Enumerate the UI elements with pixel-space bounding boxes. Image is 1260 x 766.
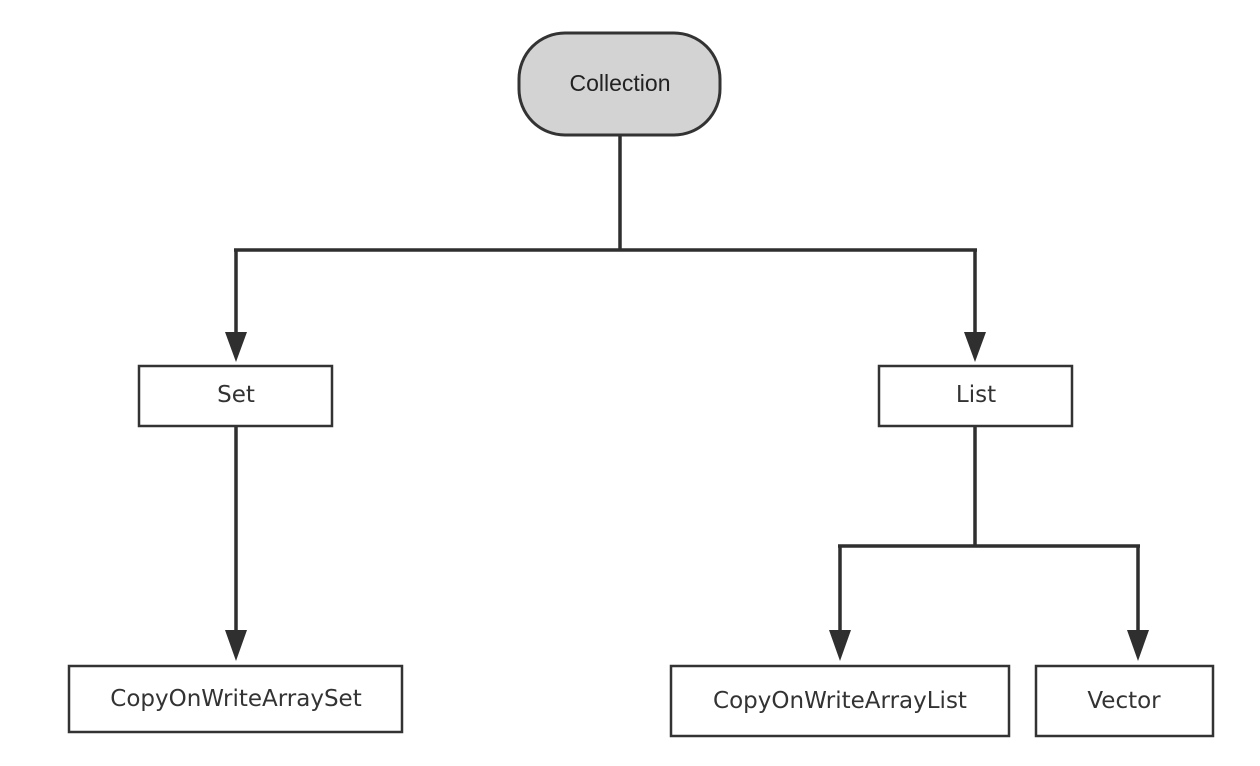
edge-collection-to-children xyxy=(225,134,986,362)
node-set-label: Set xyxy=(217,382,255,408)
edge-list-to-children xyxy=(829,426,1149,661)
node-vector-label: Vector xyxy=(1087,688,1161,714)
arrowhead-to-copyonwritearraylist xyxy=(829,630,851,661)
node-copyonwritearraylist: CopyOnWriteArrayList xyxy=(669,664,1011,738)
node-vector: Vector xyxy=(1034,664,1215,738)
node-copyonwritearrayset-label: CopyOnWriteArraySet xyxy=(110,686,361,712)
node-copyonwritearraylist-label: CopyOnWriteArrayList xyxy=(713,688,967,714)
arrowhead-to-list xyxy=(964,332,986,362)
node-list-label: List xyxy=(956,382,996,408)
node-collection: Collection xyxy=(517,31,722,137)
node-list: List xyxy=(877,364,1074,428)
arrowhead-to-vector xyxy=(1127,630,1149,661)
node-set: Set xyxy=(137,364,334,428)
arrowhead-to-copyonwritearrayset xyxy=(225,630,247,661)
node-copyonwritearrayset: CopyOnWriteArraySet xyxy=(67,664,404,734)
arrowhead-to-set xyxy=(225,332,247,362)
edge-set-to-copyonwritearrayset xyxy=(225,426,247,661)
node-collection-label: Collection xyxy=(570,70,671,96)
